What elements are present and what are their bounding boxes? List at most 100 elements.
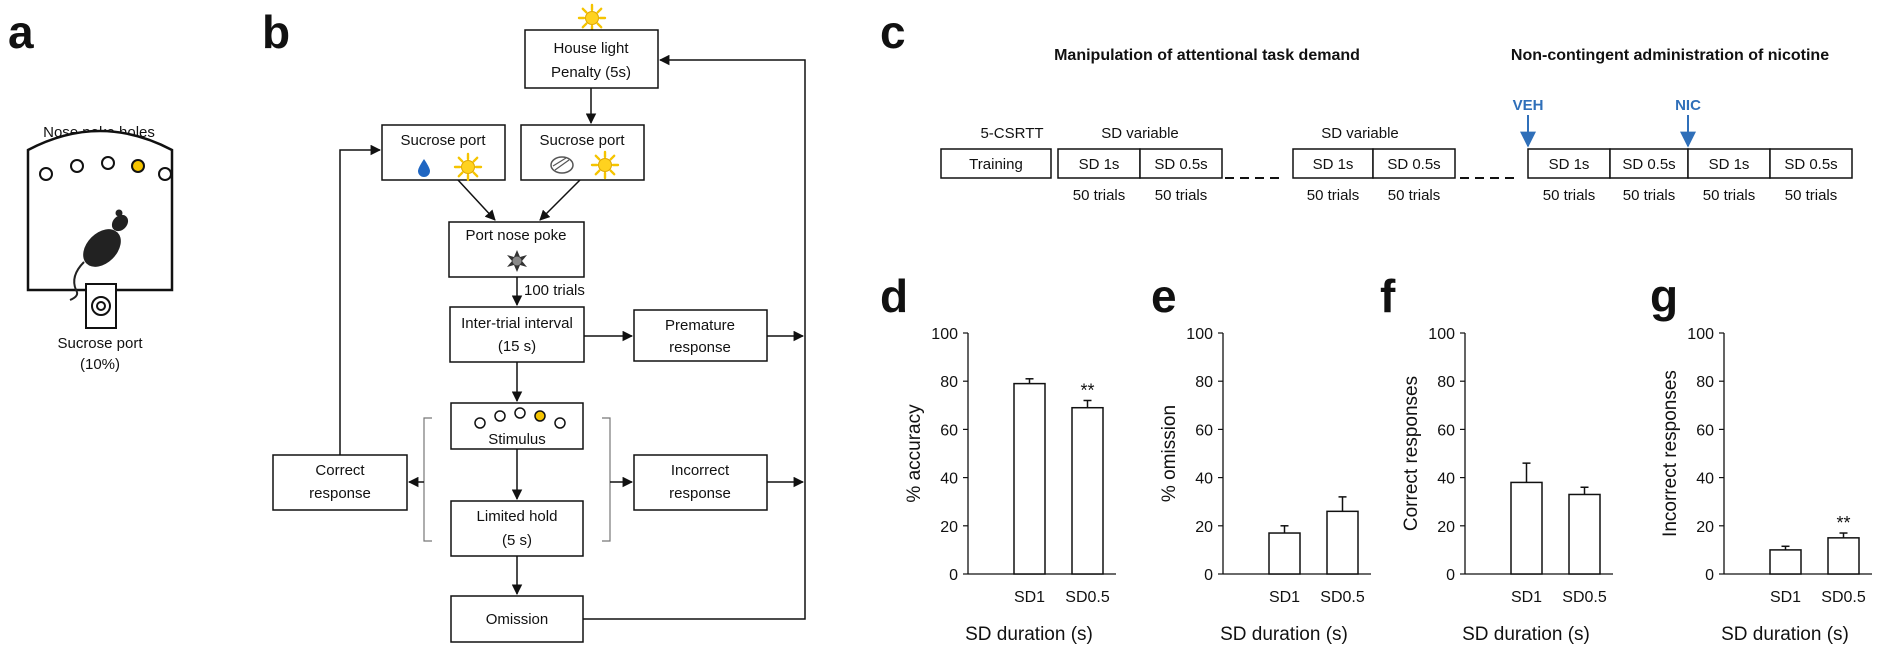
- iti-box: [449, 306, 585, 363]
- sd-block-label: SD 1s: [1709, 156, 1750, 173]
- csrtt-label: 5-CSRTT: [980, 125, 1043, 142]
- sun-icon: [453, 152, 483, 182]
- sd-block-label: SD 0.5s: [1784, 156, 1837, 173]
- sd-block-label: SD 0.5s: [1387, 156, 1440, 173]
- omission-label: Omission: [486, 611, 549, 628]
- sucrose-port-label: Sucrose port: [57, 335, 143, 352]
- bar: [1827, 537, 1860, 575]
- stimulus-label: Stimulus: [488, 431, 546, 448]
- y-tick-label: 80: [1195, 374, 1213, 391]
- sd-variable-label-1: SD variable: [1101, 125, 1179, 142]
- x-axis-label: SD duration (s): [1721, 624, 1849, 645]
- y-tick-label: 100: [1186, 326, 1213, 343]
- sd-variable-label-2: SD variable: [1321, 125, 1399, 142]
- flow-arrows: [339, 54, 806, 620]
- significance-label: **: [1080, 380, 1094, 400]
- x-axis-label: SD duration (s): [1220, 624, 1348, 645]
- category-label: SD1: [1269, 589, 1300, 606]
- x-axis-label: SD duration (s): [1462, 624, 1590, 645]
- y-tick-label: 80: [1696, 374, 1714, 391]
- panel-letter-f: f: [1380, 270, 1396, 322]
- sucrose-port-reward-label: Sucrose port: [400, 132, 486, 149]
- bar: [1326, 510, 1359, 575]
- y-tick-label: 100: [1687, 326, 1714, 343]
- trials-100-label: 100 trials: [524, 282, 585, 299]
- trial-count-label: 50 trials: [1703, 187, 1756, 204]
- category-label: SD1: [1770, 589, 1801, 606]
- nose-poke-hole: [39, 167, 53, 181]
- trial-count-label: 50 trials: [1543, 187, 1596, 204]
- bar: [1769, 549, 1802, 575]
- category-label: SD0.5: [1562, 589, 1607, 606]
- y-tick-label: 20: [1195, 519, 1213, 536]
- y-tick-label: 100: [1428, 326, 1455, 343]
- nose-poke-hole-lit: [131, 159, 145, 173]
- port-nose-poke-label: Port nose poke: [466, 227, 567, 244]
- bar: [1510, 481, 1543, 575]
- panel-letter-e: e: [1151, 270, 1177, 322]
- port-icon: [550, 156, 574, 174]
- x-axis-label: SD duration (s): [965, 624, 1093, 645]
- sd-block-box: [1769, 148, 1853, 179]
- house-light-box: [524, 29, 659, 89]
- water-drop-icon: [418, 159, 430, 177]
- category-label: SD1: [1511, 589, 1542, 606]
- y-tick-label: 60: [1696, 422, 1714, 439]
- correct-response-label: response: [309, 485, 371, 502]
- correct-label: Correct: [315, 462, 365, 479]
- y-tick-label: 0: [949, 567, 958, 584]
- premature-response-label: response: [669, 339, 731, 356]
- sd-block-label: SD 1s: [1313, 156, 1354, 173]
- sd-block-box: [1372, 148, 1456, 179]
- y-tick-label: 60: [1195, 422, 1213, 439]
- training-box: [940, 148, 1052, 179]
- limited-hold-label: Limited hold: [477, 508, 558, 525]
- y-tick-label: 40: [1437, 471, 1455, 488]
- incorrect-response-box: [633, 454, 768, 511]
- y-tick-label: 20: [1696, 519, 1714, 536]
- y-axis-label: % omission: [1159, 405, 1180, 502]
- stimulus-lights: [474, 407, 566, 429]
- training-label: Training: [969, 156, 1023, 173]
- nic-label: NIC: [1675, 97, 1701, 114]
- y-tick-label: 100: [931, 326, 958, 343]
- y-tick-label: 40: [940, 471, 958, 488]
- panel-letter-d: d: [880, 270, 908, 322]
- category-label: SD0.5: [1821, 589, 1866, 606]
- limited-hold-box: [450, 500, 584, 557]
- omission-box: [450, 595, 584, 643]
- panel-letter-g: g: [1650, 270, 1678, 322]
- category-label: SD1: [1014, 589, 1045, 606]
- trial-count-label: 50 trials: [1155, 187, 1208, 204]
- panel-c: c Manipulation of attentional task deman…: [880, 6, 1853, 204]
- y-axis-label: Incorrect responses: [1660, 370, 1681, 537]
- nose-poke-hole: [101, 156, 115, 170]
- sd-blocks: SD 1s 50 trials SD 0.5s 50 trials SD 1s 50 tr…: [1057, 148, 1853, 204]
- panel-letter-b: b: [262, 6, 290, 58]
- sd-block-box: [1139, 148, 1223, 179]
- category-label: SD0.5: [1320, 589, 1365, 606]
- heading-nicotine: Non-contingent administration of nicotin…: [1511, 47, 1829, 64]
- nose-poke-hole-row: [39, 156, 172, 181]
- sd-block-label: SD 1s: [1549, 156, 1590, 173]
- correct-response-box: [272, 454, 408, 511]
- sd-block-box: [1292, 148, 1374, 179]
- iti-duration-label: (15 s): [498, 338, 536, 355]
- nose-poke-hole: [70, 159, 84, 173]
- nose-poke-burst-icon: [507, 250, 527, 272]
- y-tick-label: 40: [1696, 471, 1714, 488]
- sucrose-port-reward-box: [381, 124, 506, 181]
- trial-count-label: 50 trials: [1388, 187, 1441, 204]
- bar: [1071, 406, 1104, 575]
- sucrose-concentration-label: (10%): [80, 356, 120, 373]
- trial-count-label: 50 trials: [1307, 187, 1360, 204]
- trial-count-label: 50 trials: [1073, 187, 1126, 204]
- veh-label: VEH: [1513, 97, 1544, 114]
- bar: [1013, 382, 1046, 575]
- y-tick-label: 20: [1437, 519, 1455, 536]
